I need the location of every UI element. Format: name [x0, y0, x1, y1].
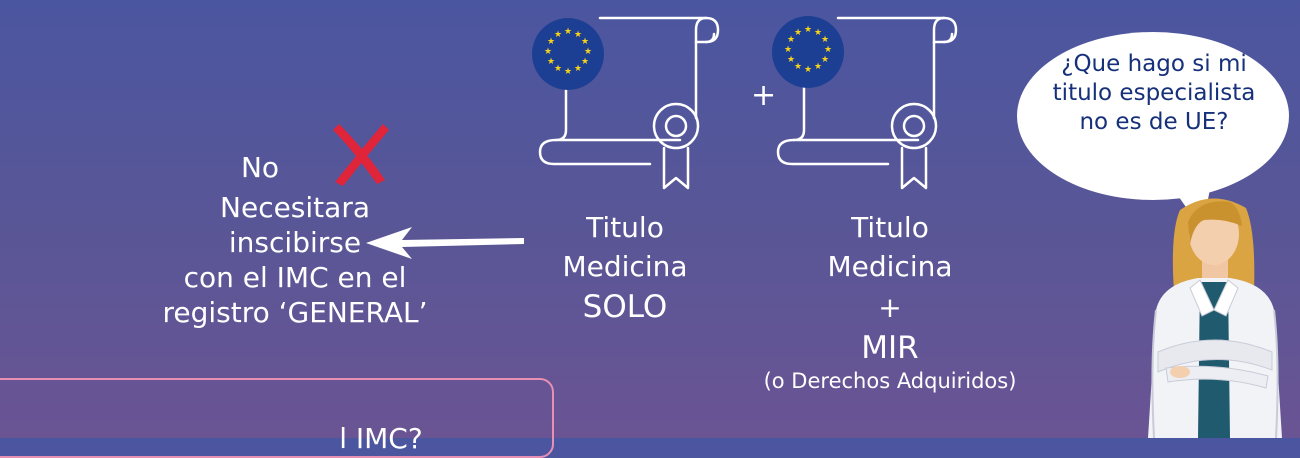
left-note-line2: con el IMC en el: [183, 261, 407, 294]
col2-line1: Titulo: [851, 211, 929, 244]
svg-text:★: ★: [787, 55, 795, 65]
left-note-line1: Necesitara inscibirse: [220, 191, 370, 259]
svg-text:★: ★: [574, 30, 582, 40]
svg-text:★: ★: [581, 57, 589, 67]
col2-line3: MIR: [861, 330, 919, 366]
svg-text:★: ★: [784, 45, 792, 55]
x-mark-icon: [333, 124, 389, 186]
title-only-label: Titulo Medicina SOLO: [560, 210, 690, 327]
svg-text:★: ★: [814, 28, 822, 38]
svg-text:★: ★: [814, 62, 822, 72]
svg-text:★: ★: [554, 30, 562, 40]
svg-text:★: ★: [794, 28, 802, 38]
svg-text:★: ★: [547, 37, 555, 47]
svg-text:★: ★: [544, 47, 552, 57]
svg-text:★: ★: [821, 35, 829, 45]
doctor-illustration: [1148, 198, 1282, 438]
svg-text:★: ★: [574, 64, 582, 74]
left-note: No Necesitara inscibirse con el IMC en e…: [150, 124, 440, 330]
svg-text:★: ★: [584, 47, 592, 57]
col2-line2: Medicina: [827, 250, 953, 283]
svg-text:★: ★: [581, 37, 589, 47]
info-box-text: l IMC?: [90, 422, 423, 455]
certificate-icon: ★★★ ★★★ ★★★ ★★★: [532, 16, 720, 190]
col1-line3: SOLO: [582, 289, 668, 325]
eu-flag-icon: ★★★ ★★★ ★★★ ★★★: [772, 16, 844, 88]
svg-text:★: ★: [794, 62, 802, 72]
col1-line2: Medicina: [562, 250, 688, 283]
no-label: No: [240, 151, 280, 184]
no-row: No: [150, 124, 440, 190]
eu-flag-icon: ★★★ ★★★ ★★★ ★★★: [532, 18, 604, 90]
col2-line4: (o Derechos Adquiridos): [763, 368, 1017, 393]
svg-text:★: ★: [821, 55, 829, 65]
left-note-line3: registro ‘GENERAL’: [162, 296, 428, 329]
certificate-icon: ★★★ ★★★ ★★★ ★★★: [772, 16, 958, 190]
col1-line1: Titulo: [586, 211, 664, 244]
bubble-line2: titulo especialista: [1052, 79, 1256, 106]
svg-text:★: ★: [804, 65, 812, 75]
arrow-left-icon: [366, 227, 524, 259]
svg-text:★: ★: [564, 67, 572, 77]
svg-text:★: ★: [554, 64, 562, 74]
svg-text:★: ★: [547, 57, 555, 67]
bubble-line1: ¿Que hago si mi: [1061, 51, 1247, 77]
svg-text:★: ★: [804, 25, 812, 35]
svg-text:★: ★: [824, 45, 832, 55]
bubble-text: ¿Que hago si mi titulo especialista no e…: [1034, 50, 1274, 136]
title-plus-mir-label: Titulo Medicina + MIR (o Derechos Adquir…: [760, 210, 1020, 394]
col2-plus: +: [878, 291, 902, 324]
svg-text:★: ★: [787, 35, 795, 45]
bubble-line3: no es de UE?: [1079, 108, 1229, 135]
svg-text:★: ★: [564, 27, 572, 37]
